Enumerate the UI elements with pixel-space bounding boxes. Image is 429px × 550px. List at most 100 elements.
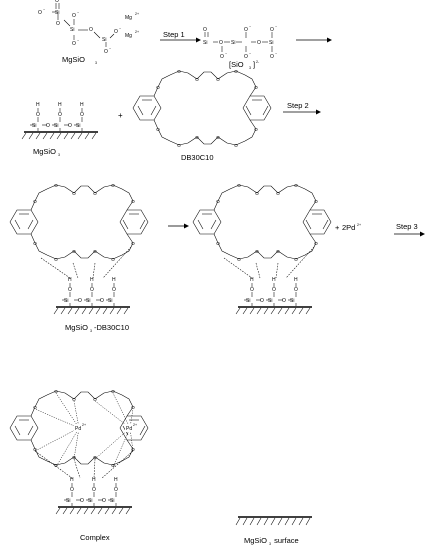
- hybrid-arrow: [168, 223, 189, 229]
- svg-text:O: O: [244, 54, 248, 60]
- pd-ion-label: 2Pd: [342, 223, 355, 232]
- svg-text:O: O: [80, 112, 84, 118]
- svg-text:H: H: [92, 477, 96, 483]
- svg-text:Si: Si: [246, 298, 250, 304]
- continuation-arrow-1: [296, 37, 332, 43]
- svg-text:Pd: Pd: [126, 426, 132, 432]
- svg-text:O: O: [38, 10, 42, 16]
- svg-text:Pd: Pd: [75, 426, 81, 432]
- silicate-subscript: 3: [249, 66, 251, 70]
- mg-ion-1: Mg: [125, 15, 132, 21]
- mgsio3-surface-subscript: 3: [58, 153, 60, 157]
- hybrid-label-subscript: 3: [90, 329, 92, 333]
- svg-text:O: O: [89, 27, 93, 33]
- svg-text:H: H: [112, 277, 116, 283]
- svg-text:Si: Si: [108, 298, 112, 304]
- svg-text:−: −: [275, 52, 277, 56]
- svg-text:−: −: [249, 52, 251, 56]
- svg-text:O: O: [104, 49, 108, 55]
- silicate-ion: O Si O Si O− O− O Si O− O− O− [SiO 3 ] 2…: [203, 25, 277, 70]
- svg-text:Si: Si: [86, 298, 90, 304]
- mgsio3-reactant: O− Si O O Si O− O− O Si O− O− MgSiO 3: [38, 0, 121, 65]
- svg-text:−: −: [77, 11, 79, 15]
- hybrid-2: Si O Si O Si O O O H H H: [192, 182, 332, 315]
- svg-text:O: O: [46, 123, 50, 129]
- hybrid-label: MgSiO 3 -DB30C10: [65, 323, 129, 333]
- silicate-charge: 2-: [256, 60, 260, 64]
- svg-text:O: O: [68, 287, 72, 293]
- db30c10-crown-ether: DB30C10: [132, 68, 272, 162]
- svg-text:Si: Si: [268, 298, 272, 304]
- svg-text:O: O: [114, 487, 118, 493]
- svg-text:H: H: [80, 102, 84, 108]
- svg-text:H: H: [250, 277, 254, 283]
- svg-text:O: O: [114, 29, 118, 35]
- mgsio3-surface-label: MgSiO: [33, 147, 56, 156]
- plus-sign: +: [118, 111, 123, 120]
- svg-text:O: O: [102, 498, 106, 504]
- svg-text:O: O: [92, 487, 96, 493]
- svg-text:Si: Si: [88, 498, 92, 504]
- mgsio3-surface: Si O Si O Si O O O H H H MgSiO 3: [21, 102, 99, 157]
- step-3-arrow: Step 3: [394, 222, 425, 237]
- svg-text:Si: Si: [32, 123, 36, 129]
- svg-text:O: O: [219, 40, 223, 46]
- svg-text:O: O: [282, 298, 286, 304]
- step-3-label: Step 3: [396, 222, 418, 231]
- hybrid-1: Si O Si O Si O O O H H H MgSiO 3 -DB30C1…: [9, 182, 149, 333]
- svg-text:O: O: [58, 112, 62, 118]
- svg-text:Si: Si: [203, 40, 207, 46]
- svg-text:O: O: [55, 0, 59, 4]
- svg-text:Si: Si: [290, 298, 294, 304]
- svg-text:−: −: [43, 8, 45, 12]
- svg-text:H: H: [272, 277, 276, 283]
- hybrid-label-main: MgSiO: [65, 323, 88, 332]
- svg-text:H: H: [36, 102, 40, 108]
- magnesium-ions: Mg 2+ Mg 2+: [125, 12, 139, 39]
- svg-text:O: O: [70, 487, 74, 493]
- svg-text:2+: 2+: [133, 423, 137, 427]
- hybrid-label-rest: -DB30C10: [94, 323, 129, 332]
- svg-text:Si: Si: [269, 40, 273, 46]
- step-1-arrow: Step 1: [160, 30, 201, 43]
- svg-text:O: O: [250, 287, 254, 293]
- svg-text:O: O: [244, 27, 248, 33]
- step-2-label: Step 2: [287, 101, 309, 110]
- svg-text:H: H: [294, 277, 298, 283]
- svg-text:H: H: [70, 477, 74, 483]
- silicate-close: ]: [253, 60, 255, 69]
- step-2-arrow: Step 2: [283, 101, 321, 115]
- svg-text:Si: Si: [55, 10, 59, 16]
- svg-text:O: O: [36, 112, 40, 118]
- svg-text:Si: Si: [66, 498, 70, 504]
- svg-text:H: H: [90, 277, 94, 283]
- svg-text:Si: Si: [110, 498, 114, 504]
- svg-text:O: O: [112, 287, 116, 293]
- crown-ether-label: DB30C10: [181, 153, 214, 162]
- legend-label-rest: surface: [272, 536, 299, 545]
- mgsio3-reactant-subscript: 3: [95, 61, 97, 65]
- svg-text:Si: Si: [231, 40, 235, 46]
- svg-text:−: −: [119, 27, 121, 31]
- svg-text:O: O: [260, 298, 264, 304]
- svg-text:O: O: [203, 27, 207, 33]
- svg-text:H: H: [114, 477, 118, 483]
- svg-text:Si: Si: [54, 123, 58, 129]
- pd-ion-charge: 2+: [357, 223, 361, 227]
- svg-text:O: O: [270, 27, 274, 33]
- svg-text:H: H: [68, 277, 72, 283]
- svg-text:Si: Si: [76, 123, 80, 129]
- svg-text:−: −: [275, 25, 277, 29]
- svg-text:2+: 2+: [82, 423, 86, 427]
- svg-text:O: O: [257, 40, 261, 46]
- pd-center-1: Pd 2+: [74, 423, 86, 432]
- complex-label: Complex: [80, 533, 110, 542]
- svg-text:O: O: [78, 298, 82, 304]
- mg-ion-1-charge: 2+: [135, 12, 139, 16]
- mg-ion-2: Mg: [125, 33, 132, 39]
- svg-text:O: O: [100, 298, 104, 304]
- svg-text:O: O: [220, 54, 224, 60]
- pd-plus: +: [335, 223, 340, 232]
- svg-text:Si: Si: [102, 37, 106, 43]
